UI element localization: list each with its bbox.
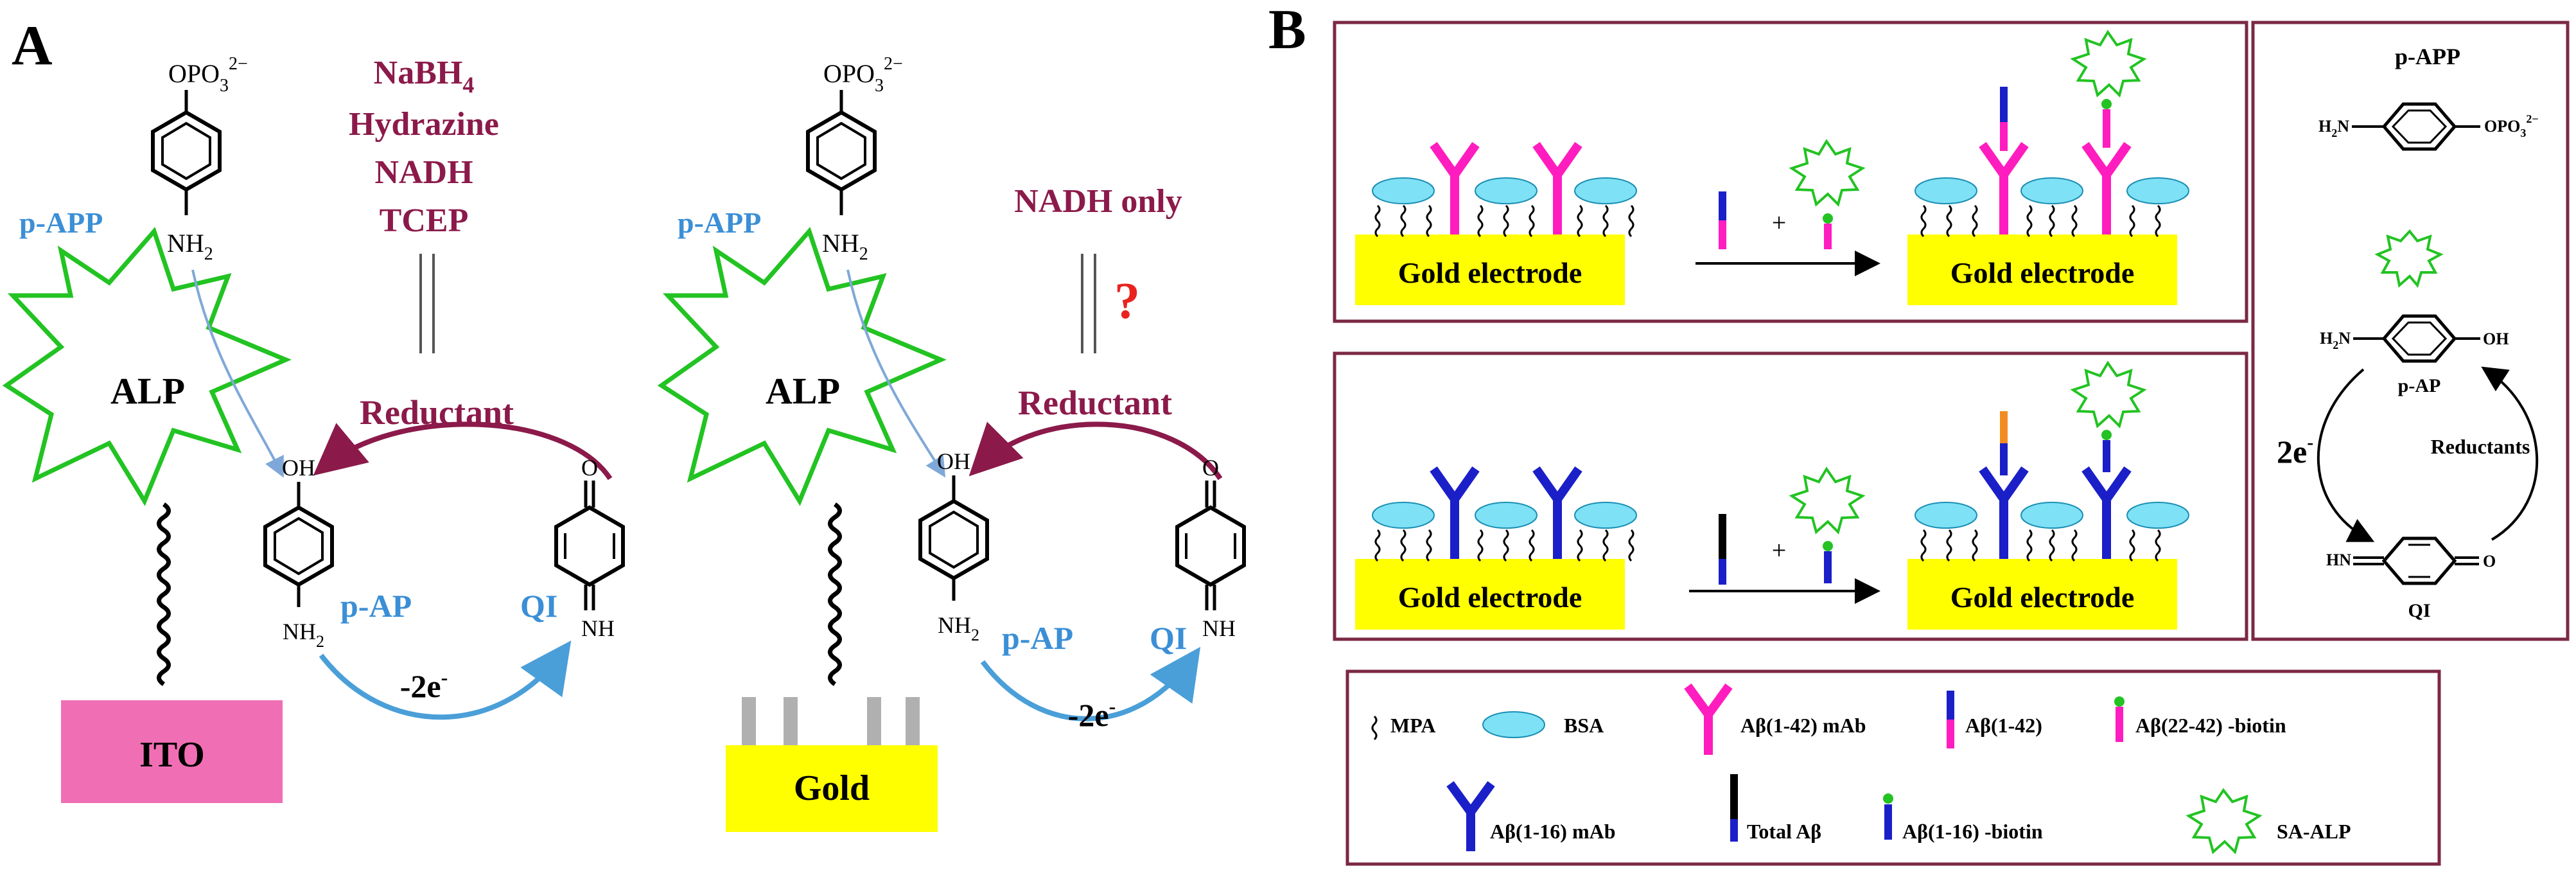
gold-label: Gold — [794, 768, 870, 808]
conversion-arrow — [191, 269, 284, 478]
p-ap-hydroxyl: OH — [2483, 330, 2509, 348]
mpa-icon — [1371, 715, 1378, 741]
p-app-amine: H2N — [2318, 117, 2349, 139]
legend-ab42-mab: Aβ(1-42) mAb — [1740, 714, 1866, 737]
p-ap-nh2: NH2 — [938, 612, 979, 644]
alp-label: ALP — [766, 370, 840, 412]
p-ap-nh2: NH2 — [283, 619, 324, 651]
legend-sa-alp: SA-ALP — [2277, 820, 2351, 843]
substrate-formula: OPO32− — [823, 54, 903, 96]
legend-ab42: Aβ(1-42) — [1965, 714, 2042, 737]
electrode-label: Gold electrode — [1398, 256, 1582, 289]
oxidation-arrow — [980, 646, 1201, 721]
qi-name: QI — [2408, 600, 2430, 621]
legend-bsa: BSA — [1564, 714, 1604, 737]
panel-a-label: A — [12, 15, 53, 77]
ab1-16-biotin-icon — [1883, 793, 1893, 804]
oxidation-arrow — [319, 640, 572, 720]
p-ap-oh: OH — [937, 448, 970, 474]
conversion-arrow — [846, 269, 946, 478]
p-ap-amine: H2N — [2320, 329, 2351, 351]
amine-group: NH2 — [822, 229, 868, 264]
qi-o: O — [1202, 455, 1219, 481]
qi-oxygen: O — [2483, 552, 2496, 570]
ab16-mab-icon — [1446, 781, 1495, 851]
assay-box-ab42: Gold electrode + — [1333, 21, 2248, 323]
qi-label: QI — [520, 588, 557, 624]
scheme-ito: OPO32− NH2 p-APP NaBH4 Hydrazine NADH TC… — [2, 54, 625, 803]
legend-ab22-42-biotin: Aβ(22-42) -biotin — [2135, 714, 2286, 737]
amine-group: NH2 — [167, 229, 213, 264]
bsa-icon — [1482, 711, 1545, 738]
alp-star — [2, 227, 292, 506]
qi-ring — [554, 505, 625, 587]
linker-chain — [828, 502, 842, 686]
oxidation-cycle-arrow — [2317, 368, 2375, 542]
legend: MPA BSA Aβ(1-42) mAb Aβ(1-42) Aβ(22-42) … — [1345, 669, 2441, 866]
substrate-formula: OPO32− — [168, 54, 248, 96]
reduction-arrow — [968, 421, 1223, 481]
p-ap-name: p-AP — [2398, 375, 2441, 396]
qi-ring — [1175, 505, 1246, 587]
svg-text:NADH: NADH — [374, 154, 473, 191]
reductants-label: Reductants — [2431, 435, 2530, 458]
nadh-only-label: NADH only — [1014, 183, 1182, 220]
legend-total-ab: Total Aβ — [1747, 820, 1821, 843]
alp-star — [657, 227, 947, 506]
scheme-gold: OPO32− NH2 p-APP NADH only ? Reductant A… — [657, 54, 1246, 832]
ab42-icon — [1947, 691, 1954, 720]
svg-text:TCEP: TCEP — [380, 202, 469, 239]
reductant-label: Reductant — [1018, 384, 1172, 422]
assay-box-total: Gold electrode + Gold electro — [1333, 351, 2248, 641]
alp-label: ALP — [110, 370, 185, 412]
svg-text:NaBH4: NaBH4 — [374, 55, 475, 98]
p-ap-label: p-AP — [1002, 620, 1073, 656]
electron-label: -2e- — [1068, 694, 1116, 733]
plus-sign: + — [1772, 208, 1787, 237]
ab42-mab-icon — [1684, 683, 1733, 755]
qi-nh: NH — [1202, 615, 1236, 641]
panel-b-label: B — [1268, 0, 1306, 61]
total-ab-icon — [1730, 774, 1738, 819]
substrate-name: p-APP — [19, 206, 103, 239]
ito-electrode — [61, 700, 283, 803]
electrode-label: Gold electrode — [1398, 581, 1582, 614]
plus-sign: + — [1772, 536, 1787, 565]
reduction-arrow — [313, 421, 613, 481]
qi-label: QI — [1150, 620, 1187, 656]
question-mark: ? — [1114, 273, 1140, 330]
ito-label: ITO — [139, 735, 205, 775]
electron-label: -2e- — [400, 666, 448, 704]
reduction-cycle-arrow — [2481, 366, 2538, 541]
legend-ab16-mab: Aβ(1-16) mAb — [1490, 820, 1616, 843]
p-app-phosphate: OPO32− — [2484, 112, 2539, 139]
qi-o: O — [581, 455, 598, 481]
linker-chain — [157, 502, 171, 686]
legend-mpa: MPA — [1390, 714, 1435, 737]
sa-alp-icon — [2186, 788, 2263, 854]
p-ap-oh: OH — [282, 455, 315, 481]
substrate-name: p-APP — [678, 206, 761, 239]
electrode-label: Gold electrode — [1950, 256, 2135, 289]
electrode-label: Gold electrode — [1950, 581, 2135, 614]
qi-imine: HN — [2326, 551, 2351, 569]
ab22-42-biotin-icon — [2114, 696, 2125, 707]
gold-electrode — [726, 745, 938, 832]
reductant-list: NaBH4 Hydrazine NADH TCEP — [349, 55, 499, 239]
p-app-title: p-APP — [2395, 44, 2460, 69]
monolayer-pillars — [742, 697, 920, 745]
qi-nh: NH — [581, 615, 615, 641]
legend-ab1-16-biotin: Aβ(1-16) -biotin — [1902, 820, 2043, 843]
svg-text:Hydrazine: Hydrazine — [349, 106, 499, 143]
chemistry-side-box: p-APP H2N OPO32− H2N OH p-AP 2e- Reducta… — [2251, 21, 2570, 641]
p-ap-label: p-AP — [340, 588, 412, 624]
electrons-label: 2e- — [2277, 432, 2313, 470]
